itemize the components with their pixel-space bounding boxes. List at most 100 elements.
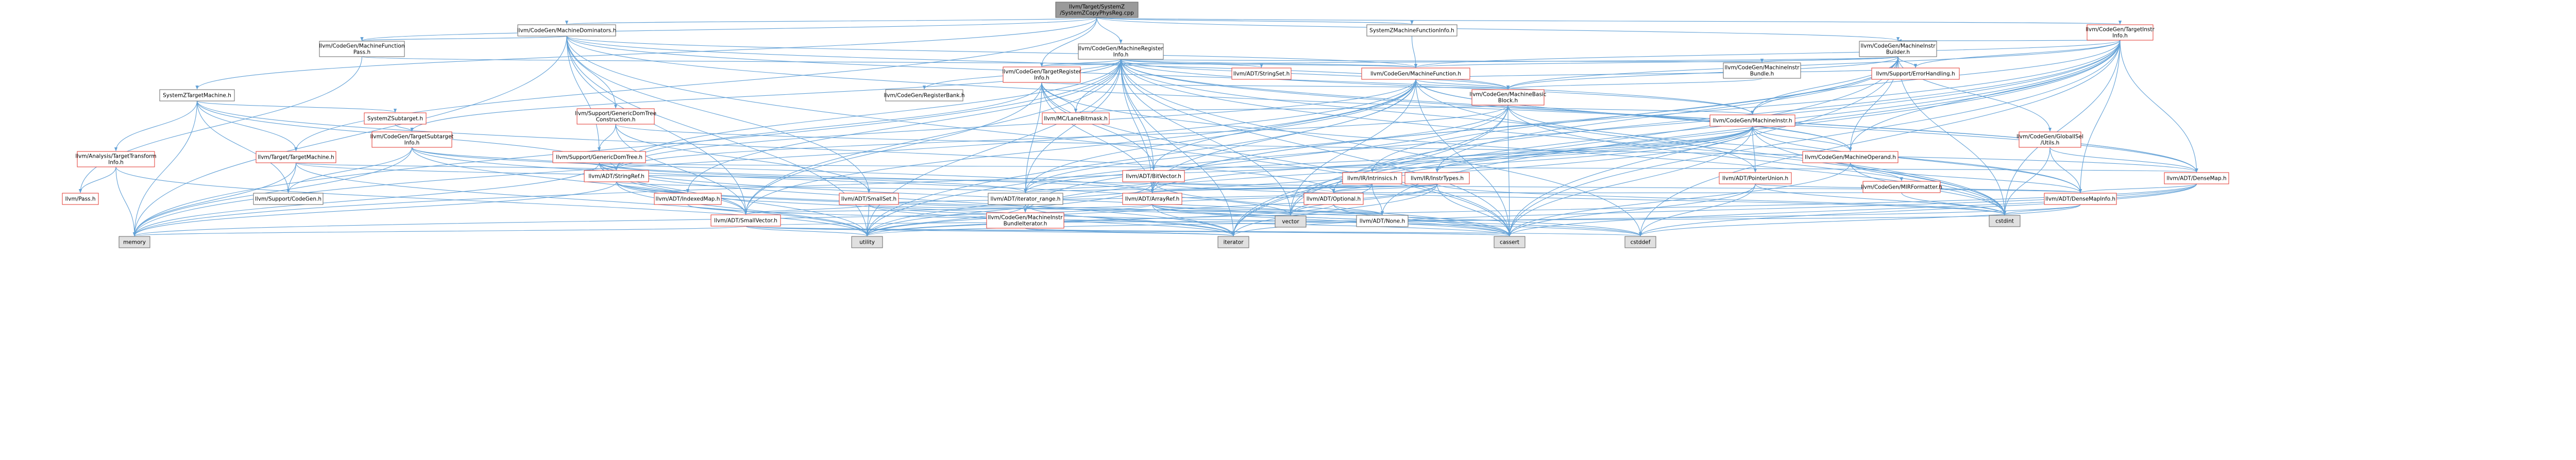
node-ptrunion[interactable]: llvm/ADT/PointerUnion.h xyxy=(1719,172,1792,184)
edge-mf-to-mop xyxy=(1415,79,1852,151)
node-bitvec[interactable]: llvm/ADT/BitVector.h xyxy=(1122,170,1185,182)
node-globalisel[interactable]: llvm/CodeGen/GlobalISel/Utils.h xyxy=(2016,131,2083,148)
edge-iterrange-to-iterator xyxy=(1025,204,1235,236)
node-label-idxmap-0: llvm/ADT/IndexedMap.h xyxy=(656,196,720,202)
node-label-ptrunion-0: llvm/ADT/PointerUnion.h xyxy=(1722,176,1788,182)
node-supcg[interactable]: llvm/Support/CodeGen.h xyxy=(253,193,324,205)
edge-tri-to-strref xyxy=(615,82,1042,171)
node-label-utility-0: utility xyxy=(859,240,875,246)
node-regbank[interactable]: llvm/CodeGen/RegisterBank.h xyxy=(884,89,965,101)
node-none[interactable]: llvm/ADT/None.h xyxy=(1356,215,1409,227)
edge-gdtc-to-gdt xyxy=(597,124,616,151)
edge-mf-to-cstdint xyxy=(1415,79,2007,215)
edge-ptrunion-to-cstddef xyxy=(1638,183,1756,236)
node-box-cassert xyxy=(1494,236,1526,248)
node-ttm[interactable]: llvm/Target/TargetMachine.h xyxy=(256,151,336,163)
node-box-densemap xyxy=(2164,172,2229,184)
edge-gdt-to-arrayref xyxy=(599,162,1154,193)
edge-dom-to-memory xyxy=(132,36,567,236)
node-smallvec[interactable]: llvm/ADT/SmallVector.h xyxy=(710,214,781,227)
edge-smallvec-to-memory xyxy=(133,226,747,236)
node-label-intrin-0: llvm/IR/Intrinsics.h xyxy=(1347,176,1397,182)
edge-mir-to-instrtypes xyxy=(1435,56,1899,173)
node-box-idxmap xyxy=(654,193,722,205)
node-box-att xyxy=(77,151,155,167)
edge-mi-to-utility xyxy=(866,126,1753,236)
node-box-subtgt xyxy=(364,112,427,125)
edge-mop-to-densemapinfo xyxy=(1850,162,2082,193)
node-optional[interactable]: llvm/ADT/Optional.h xyxy=(1303,193,1364,205)
node-label-globalisel-0: llvm/CodeGen/GlobalISel xyxy=(2016,134,2083,140)
edge-mri-to-idxmap xyxy=(686,59,1122,193)
node-mibi[interactable]: llvm/CodeGen/MachineInstrBundleIterator.… xyxy=(986,212,1064,229)
node-idxmap[interactable]: llvm/ADT/IndexedMap.h xyxy=(654,193,722,205)
edge-smallset-to-utility xyxy=(865,204,870,236)
node-cstdint: cstdint xyxy=(1989,215,2021,227)
edge-root-to-ztm xyxy=(195,17,1097,90)
edge-root-to-mir xyxy=(1096,17,1900,41)
node-box-intrin xyxy=(1342,172,1402,184)
edge-mri-to-mbb xyxy=(1120,59,1510,90)
edge-mri-to-strref xyxy=(615,59,1122,171)
edge-root-to-mfpass xyxy=(360,17,1097,41)
node-densemap[interactable]: llvm/ADT/DenseMap.h xyxy=(2164,172,2229,184)
node-gdt[interactable]: llvm/Support/GenericDomTree.h xyxy=(552,151,646,163)
edge-mf-to-iterrange xyxy=(1024,79,1416,193)
node-iterrange[interactable]: llvm/ADT/iterator_range.h xyxy=(988,193,1063,205)
node-strref[interactable]: llvm/ADT/StringRef.h xyxy=(584,170,649,182)
edge-strref-to-cstddef xyxy=(616,181,1642,236)
node-label-ttm-0: llvm/Target/TargetMachine.h xyxy=(258,155,334,161)
node-root[interactable]: llvm/Target/SystemZ/SystemZCopyPhysReg.c… xyxy=(1055,2,1139,18)
node-ztm[interactable]: SystemZTargetMachine.h xyxy=(159,89,235,101)
edge-mf-to-memory xyxy=(133,79,1416,236)
node-mop[interactable]: llvm/CodeGen/MachineOperand.h xyxy=(1802,151,1899,163)
node-label-arrayref-0: llvm/ADT/ArrayRef.h xyxy=(1125,196,1180,202)
node-label-mri-0: llvm/CodeGen/MachineRegister xyxy=(1078,46,1163,52)
node-mirfmt[interactable]: llvm/CodeGen/MIRFormatter.h xyxy=(1861,181,1942,193)
node-label-cstdint-0: cstdint xyxy=(1995,218,2014,225)
node-zmfi[interactable]: SystemZMachineFunctionInfo.h xyxy=(1366,24,1458,37)
node-box-tgtinstr xyxy=(2087,24,2154,41)
edge-ztm-to-subtgt xyxy=(196,100,397,113)
edge-instrtypes-to-iterator xyxy=(1231,183,1438,236)
node-label-att-0: llvm/Analysis/TargetTransform xyxy=(75,154,156,160)
edge-mbb-to-iterrange xyxy=(1024,105,1509,193)
node-mi[interactable]: llvm/CodeGen/MachineInstr.h xyxy=(1709,114,1795,127)
node-arrayref[interactable]: llvm/ADT/ArrayRef.h xyxy=(1122,193,1182,205)
edge-smallvec-to-utility xyxy=(745,226,869,236)
edge-arrayref-to-smallvec xyxy=(744,204,1153,215)
node-label-strset-0: llvm/ADT/StringSet.h xyxy=(1233,71,1290,77)
edge-mirfmt-to-cstdint xyxy=(1901,192,2007,215)
edge-mi-to-mibi xyxy=(1024,126,1753,213)
node-dom[interactable]: llvm/CodeGen/MachineDominators.h xyxy=(517,24,617,37)
node-mf[interactable]: llvm/CodeGen/MachineFunction.h xyxy=(1361,67,1470,80)
node-gdtc[interactable]: llvm/Support/GenericDomTreeConstruction.… xyxy=(575,108,656,125)
node-instrtypes[interactable]: llvm/IR/InstrTypes.h xyxy=(1404,172,1470,184)
node-strset[interactable]: llvm/ADT/StringSet.h xyxy=(1231,67,1292,80)
edge-strref-to-utility xyxy=(616,181,869,236)
node-label-mri-1: Info.h xyxy=(1113,52,1129,58)
node-label-smallset-0: llvm/ADT/SmallSet.h xyxy=(841,196,896,202)
node-lanemask[interactable]: llvm/MC/LaneBitmask.h xyxy=(1042,112,1110,125)
edge-ptrunion-to-cstdint xyxy=(1755,183,2006,215)
node-densemapinfo[interactable]: llvm/ADT/DenseMapInfo.h xyxy=(2044,193,2117,205)
node-intrin[interactable]: llvm/IR/Intrinsics.h xyxy=(1342,172,1402,184)
node-errh[interactable]: llvm/Support/ErrorHandling.h xyxy=(1871,67,1960,80)
node-smallset[interactable]: llvm/ADT/SmallSet.h xyxy=(839,193,899,205)
node-box-vector xyxy=(1275,215,1307,228)
edge-dom-to-mf xyxy=(566,36,1417,68)
node-label-errh-0: llvm/Support/ErrorHandling.h xyxy=(1876,71,1955,77)
edge-bitvec-to-iterrange xyxy=(1024,181,1154,193)
edge-mf-to-utility xyxy=(865,79,1416,236)
node-pass[interactable]: llvm/Pass.h xyxy=(62,193,99,205)
node-subtgt[interactable]: SystemZSubtarget.h xyxy=(364,112,427,125)
